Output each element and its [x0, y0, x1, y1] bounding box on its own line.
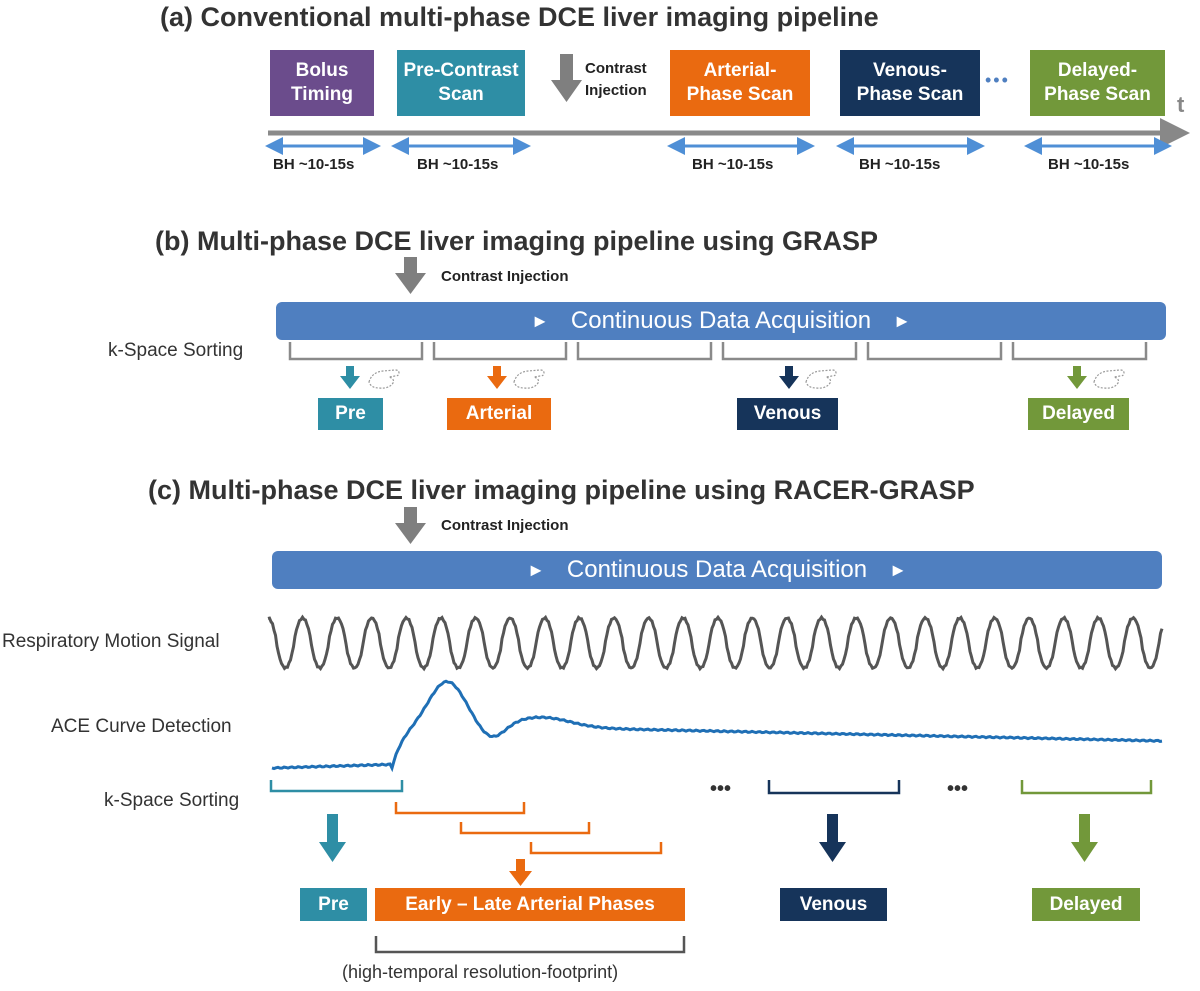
- acquisition-label: Continuous Data Acquisition: [566, 556, 868, 583]
- continuous-acquisition-bar-b: ► Continuous Data Acquisition ►: [276, 302, 1166, 340]
- ace-curve: [271, 679, 1163, 773]
- bracket-arterial-c: [529, 842, 663, 855]
- arrow-arterial-c: [509, 859, 532, 886]
- phase-venous-c: Venous: [780, 888, 887, 921]
- breath-hold-label: BH ~10-15s: [692, 156, 774, 173]
- play-icon: ►: [527, 559, 545, 580]
- bracket-arterial-c: [394, 802, 526, 815]
- acquisition-label: Continuous Data Acquisition: [570, 307, 872, 334]
- play-icon: ►: [531, 310, 549, 331]
- ellipsis-a: •••: [985, 70, 1010, 90]
- breath-hold-label: BH ~10-15s: [859, 156, 941, 173]
- phase-delayed-b: Delayed: [1028, 398, 1129, 430]
- contrast-injection-label-c: Contrast Injection: [441, 517, 569, 534]
- bracket-venous-c: [767, 780, 901, 795]
- arrow-delayed-c: [1071, 814, 1098, 862]
- section-c-title: (c) Multi-phase DCE liver imaging pipeli…: [148, 475, 975, 505]
- hand-icon: [1093, 369, 1125, 389]
- phase-pre-b: Pre: [318, 398, 383, 430]
- k-space-sorting-label-c: k-Space Sorting: [104, 790, 240, 811]
- continuous-acquisition-bar-c: ► Continuous Data Acquisition ►: [272, 551, 1162, 589]
- ace-curve-label: ACE Curve Detection: [51, 716, 232, 737]
- respiratory-signal-label: Respiratory Motion Signal: [2, 631, 220, 652]
- phase-venous-b: Venous: [737, 398, 838, 430]
- arrow-delayed-b: [1067, 366, 1087, 389]
- phase-arterial-c: Early – Late Arterial Phases: [375, 888, 685, 921]
- phase-pre-c: Pre: [300, 888, 367, 921]
- k-space-sorting-label-b: k-Space Sorting: [108, 340, 244, 361]
- phase-delayed-c: Delayed: [1032, 888, 1140, 921]
- contrast-down-arrow-b: [395, 257, 426, 294]
- arterial-phase-scan-box: Arterial-Phase Scan: [670, 50, 810, 116]
- arrow-venous-c: [819, 814, 846, 862]
- venous-phase-scan-box: Venous-Phase Scan: [840, 50, 980, 116]
- delayed-phase-scan-box: Delayed-Phase Scan: [1030, 50, 1165, 116]
- footprint-bracket: [374, 936, 686, 954]
- bracket-arterial-c: [459, 822, 591, 835]
- play-icon: ►: [889, 559, 907, 580]
- arrow-arterial-b: [487, 366, 507, 389]
- phase-arterial-b: Arterial: [447, 398, 551, 430]
- section-a-title: (a) Conventional multi-phase DCE liver i…: [160, 2, 879, 32]
- respiratory-waveform: [267, 614, 1164, 672]
- breath-hold-label: BH ~10-15s: [273, 156, 355, 173]
- sorting-brackets-b: [288, 342, 1148, 361]
- contrast-down-arrow-c: [395, 507, 426, 544]
- arrow-pre-b: [340, 366, 360, 389]
- arrow-venous-b: [779, 366, 799, 389]
- hand-icon: [805, 369, 837, 389]
- hand-icon: [368, 369, 400, 389]
- hand-icon: [513, 369, 545, 389]
- footprint-label: (high-temporal resolution-footprint): [342, 962, 619, 982]
- time-axis-label: t: [1177, 92, 1185, 117]
- bracket-delayed-c: [1020, 780, 1153, 795]
- breath-hold-label: BH ~10-15s: [417, 156, 499, 173]
- breath-hold-label: BH ~10-15s: [1048, 156, 1130, 173]
- arrow-pre-c: [319, 814, 346, 862]
- ellipsis-c2: •••: [947, 778, 969, 800]
- contrast-down-arrow-a: [551, 54, 582, 102]
- bracket-pre-c: [269, 780, 404, 793]
- contrast-injection-label-b: Contrast Injection: [441, 268, 569, 285]
- ellipsis-c1: •••: [710, 778, 732, 800]
- play-icon: ►: [893, 310, 911, 331]
- section-b-title: (b) Multi-phase DCE liver imaging pipeli…: [155, 226, 879, 256]
